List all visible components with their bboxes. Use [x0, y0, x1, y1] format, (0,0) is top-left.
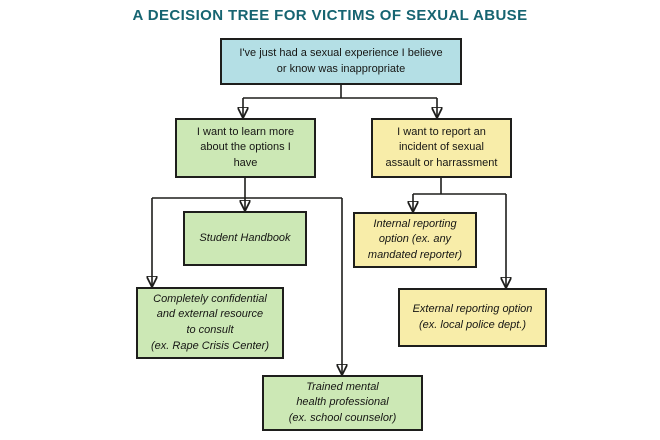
node-student-handbook: Student Handbook	[183, 211, 307, 266]
diagram-title: A DECISION TREE FOR VICTIMS OF SEXUAL AB…	[132, 7, 528, 24]
node-external-reporting: External reporting option(ex. local poli…	[398, 288, 547, 347]
node-start: I've just had a sexual experience I beli…	[220, 38, 462, 85]
